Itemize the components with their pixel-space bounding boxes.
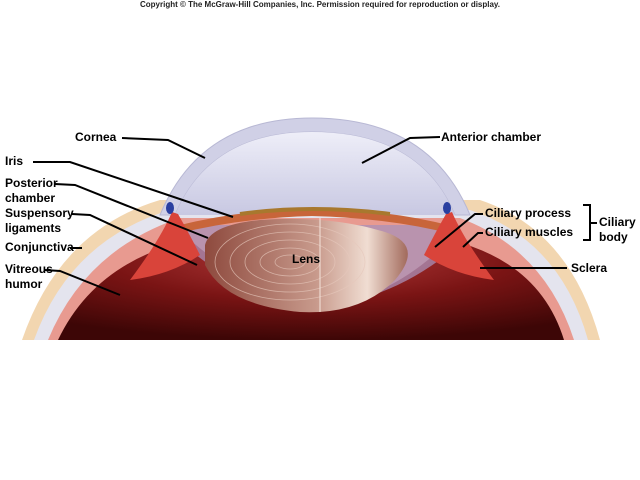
label-ciliary-muscles: Ciliary muscles — [485, 225, 574, 239]
lens — [205, 218, 408, 313]
copyright-notice: Copyright © The McGraw-Hill Companies, I… — [139, 0, 501, 9]
ciliary-muscle-right — [424, 212, 494, 280]
label-line: Suspensory — [5, 206, 74, 220]
leader-lines — [33, 136, 597, 296]
label-anterior-chamber: Anterior chamber — [441, 130, 542, 144]
label-line: Posterior — [5, 176, 58, 190]
anterior-chamber — [175, 132, 455, 215]
vitreous-humor — [58, 240, 564, 340]
label-line: body — [599, 230, 628, 244]
label-line: humor — [5, 277, 43, 291]
label-conjunctiva: Conjunctiva — [5, 240, 74, 254]
label-sclera: Sclera — [571, 261, 608, 275]
label-line: ligaments — [5, 221, 62, 235]
label-cornea: Cornea — [75, 130, 117, 144]
label-line: chamber — [5, 191, 56, 205]
label-iris: Iris — [5, 154, 24, 168]
label-line: Vitreous — [5, 262, 53, 276]
ciliary-muscle-left — [130, 212, 200, 280]
label-ciliary-process: Ciliary process — [485, 206, 572, 220]
label-line: Ciliary — [599, 215, 636, 229]
label-lens: Lens — [292, 252, 321, 266]
